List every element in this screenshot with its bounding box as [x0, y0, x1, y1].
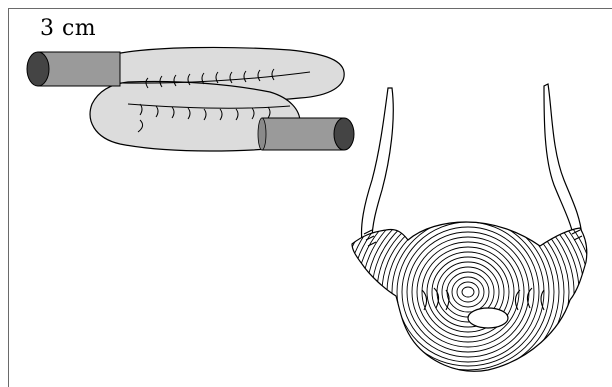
central-opening	[468, 308, 508, 328]
arm-right	[544, 84, 582, 238]
arm-left	[361, 88, 393, 242]
spiral-structure	[342, 84, 594, 387]
tube-left	[27, 52, 120, 86]
folded-pouch	[27, 47, 354, 151]
tube-right	[258, 118, 354, 150]
